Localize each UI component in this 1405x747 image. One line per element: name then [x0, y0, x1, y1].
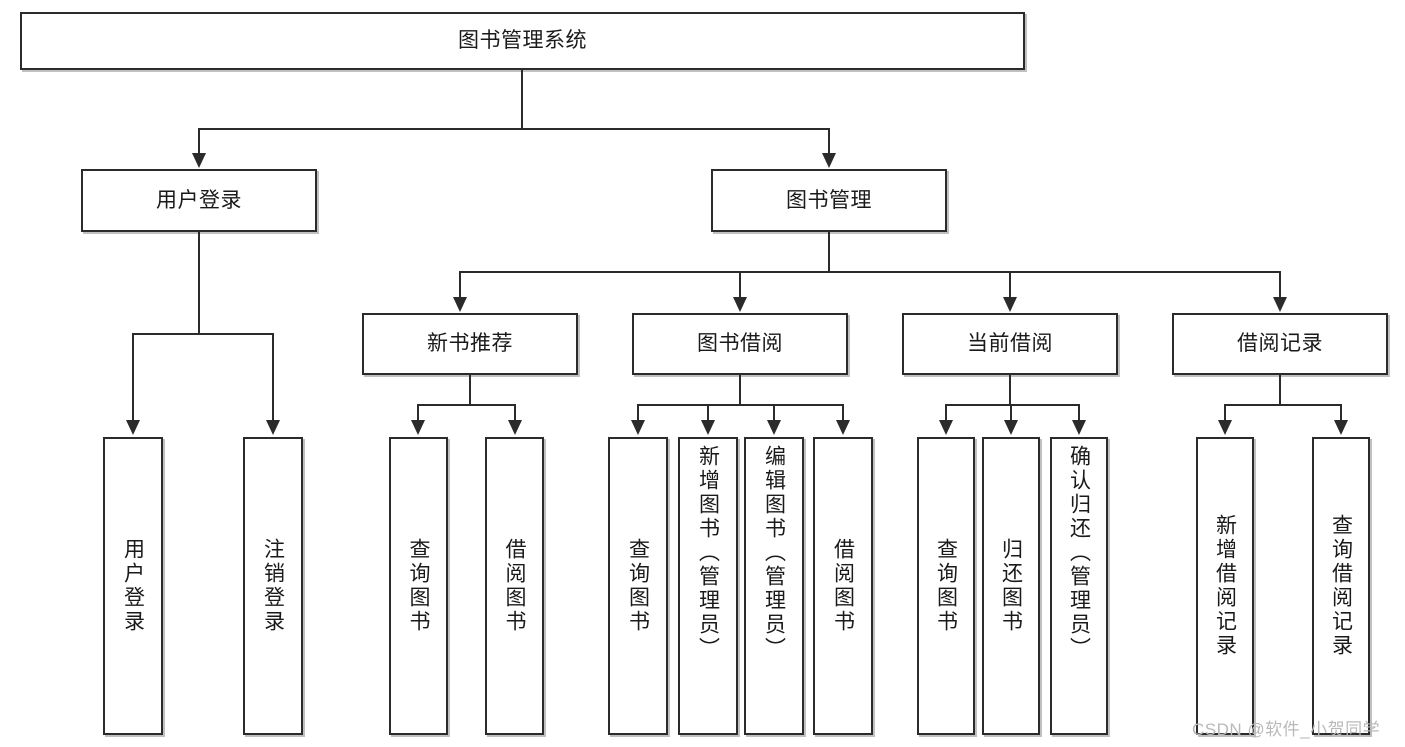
node-label: 当前借阅 — [967, 332, 1053, 356]
node-leaf-user-login[interactable]: 用户登录 — [103, 437, 163, 735]
arrow-current-borrow-to-leaf2 — [1004, 420, 1018, 435]
node-label: 借阅图书 — [503, 538, 526, 634]
node-root-system[interactable]: 图书管理系统 — [20, 12, 1025, 70]
connector-user-login-stem — [198, 232, 200, 334]
node-label: 编辑图书（管理员） — [762, 445, 786, 661]
node-label: 确认归还（管理员） — [1067, 445, 1091, 661]
connector-borrow-record-to-leaf1 — [1224, 404, 1226, 422]
arrow-new-book-rec-to-leaf2 — [508, 420, 522, 435]
arrow-book-manage-to-l3-1 — [453, 297, 467, 312]
node-leaf-add-record[interactable]: 新增借阅记录 — [1196, 437, 1254, 735]
connector-user-login-to-leaf2 — [272, 333, 274, 422]
node-label: 新增图书（管理员） — [696, 445, 720, 661]
node-leaf-query-record[interactable]: 查询借阅记录 — [1312, 437, 1370, 735]
node-label: 用户登录 — [156, 188, 242, 212]
node-label: 借阅图书 — [831, 538, 855, 634]
arrow-user-login-to-leaf1 — [126, 420, 140, 435]
arrow-current-borrow-to-leaf3 — [1072, 420, 1086, 435]
connector-book-borrow-to-leaf3 — [773, 404, 775, 422]
connector-current-borrow-bar — [945, 404, 1080, 406]
connector-borrow-record-stem — [1279, 375, 1281, 405]
arrow-book-borrow-to-leaf2 — [701, 420, 715, 435]
node-leaf-return-book[interactable]: 归还图书 — [982, 437, 1040, 735]
node-leaf-borrow-book-2[interactable]: 借阅图书 — [813, 437, 873, 735]
node-leaf-add-book[interactable]: 新增图书（管理员） — [678, 437, 738, 735]
arrow-book-manage-to-l3-4 — [1273, 297, 1287, 312]
node-label: 查询借阅记录 — [1329, 514, 1353, 658]
connector-new-book-rec-to-leaf1 — [417, 404, 419, 422]
arrow-book-borrow-to-leaf3 — [767, 420, 781, 435]
node-label: 查询图书 — [407, 538, 430, 634]
node-label: 图书借阅 — [697, 332, 783, 356]
connector-book-borrow-stem — [739, 375, 741, 405]
connector-new-book-rec-to-leaf2 — [514, 404, 516, 422]
arrow-borrow-record-to-leaf2 — [1334, 420, 1348, 435]
connector-user-login-bar — [132, 333, 273, 335]
node-leaf-query-book-1[interactable]: 查询图书 — [389, 437, 448, 735]
connector-root-to-book-manage — [828, 128, 830, 155]
connector-book-borrow-to-leaf4 — [842, 404, 844, 422]
node-label: 图书管理 — [786, 188, 872, 212]
node-leaf-confirm-return[interactable]: 确认归还（管理员） — [1050, 437, 1108, 735]
node-borrow-record[interactable]: 借阅记录 — [1172, 313, 1388, 375]
connector-root-stem — [521, 70, 523, 129]
node-leaf-user-logout[interactable]: 注销登录 — [243, 437, 303, 735]
node-label: 注销登录 — [261, 538, 285, 634]
node-label: 查询图书 — [934, 538, 958, 634]
arrow-book-borrow-to-leaf1 — [631, 420, 645, 435]
connector-new-book-rec-stem — [469, 375, 471, 405]
node-book-borrow[interactable]: 图书借阅 — [632, 313, 848, 375]
connector-current-borrow-to-leaf3 — [1078, 404, 1080, 422]
connector-root-to-user-login — [198, 128, 200, 155]
arrow-user-login-to-leaf2 — [266, 420, 280, 435]
node-current-borrow[interactable]: 当前借阅 — [902, 313, 1118, 375]
connector-book-manage-to-l3-3 — [1009, 271, 1011, 299]
arrow-book-borrow-to-leaf4 — [836, 420, 850, 435]
node-label: 新书推荐 — [427, 332, 513, 356]
connector-book-borrow-to-leaf1 — [637, 404, 639, 422]
node-user-login[interactable]: 用户登录 — [81, 169, 317, 232]
connector-book-manage-stem — [828, 232, 830, 273]
connector-current-borrow-to-leaf1 — [945, 404, 947, 422]
node-label: 借阅记录 — [1237, 332, 1323, 356]
connector-new-book-rec-bar — [417, 404, 516, 406]
arrow-book-manage-to-l3-3 — [1003, 297, 1017, 312]
arrow-new-book-rec-to-leaf1 — [411, 420, 425, 435]
connector-user-login-to-leaf1 — [132, 333, 134, 422]
node-leaf-query-book-3[interactable]: 查询图书 — [917, 437, 975, 735]
node-label: 查询图书 — [626, 538, 650, 634]
node-leaf-edit-book[interactable]: 编辑图书（管理员） — [744, 437, 804, 735]
arrow-root-to-user-login — [192, 153, 206, 168]
connector-book-manage-bar — [459, 271, 1281, 273]
arrow-book-manage-to-l3-2 — [733, 297, 747, 312]
watermark-text: CSDN @软件_小贺同学 — [1192, 720, 1381, 739]
connector-book-manage-to-l3-4 — [1279, 271, 1281, 299]
arrow-current-borrow-to-leaf1 — [939, 420, 953, 435]
node-new-book-rec[interactable]: 新书推荐 — [362, 313, 578, 375]
node-label: 归还图书 — [999, 538, 1023, 634]
connector-borrow-record-bar — [1224, 404, 1342, 406]
node-leaf-borrow-book-1[interactable]: 借阅图书 — [485, 437, 544, 735]
connector-current-borrow-stem — [1009, 375, 1011, 405]
connector-borrow-record-to-leaf2 — [1340, 404, 1342, 422]
node-book-manage[interactable]: 图书管理 — [711, 169, 947, 232]
node-label: 图书管理系统 — [458, 29, 587, 53]
connector-book-manage-to-l3-1 — [459, 271, 461, 299]
connector-book-manage-to-l3-2 — [739, 271, 741, 299]
node-label: 用户登录 — [121, 538, 145, 634]
connector-current-borrow-to-leaf2 — [1010, 404, 1012, 422]
arrow-root-to-book-manage — [822, 153, 836, 168]
connector-root-bar — [199, 128, 830, 130]
connector-book-borrow-bar — [637, 404, 843, 406]
node-label: 新增借阅记录 — [1213, 514, 1237, 658]
arrow-borrow-record-to-leaf1 — [1218, 420, 1232, 435]
connector-book-borrow-to-leaf2 — [707, 404, 709, 422]
node-leaf-query-book-2[interactable]: 查询图书 — [608, 437, 668, 735]
